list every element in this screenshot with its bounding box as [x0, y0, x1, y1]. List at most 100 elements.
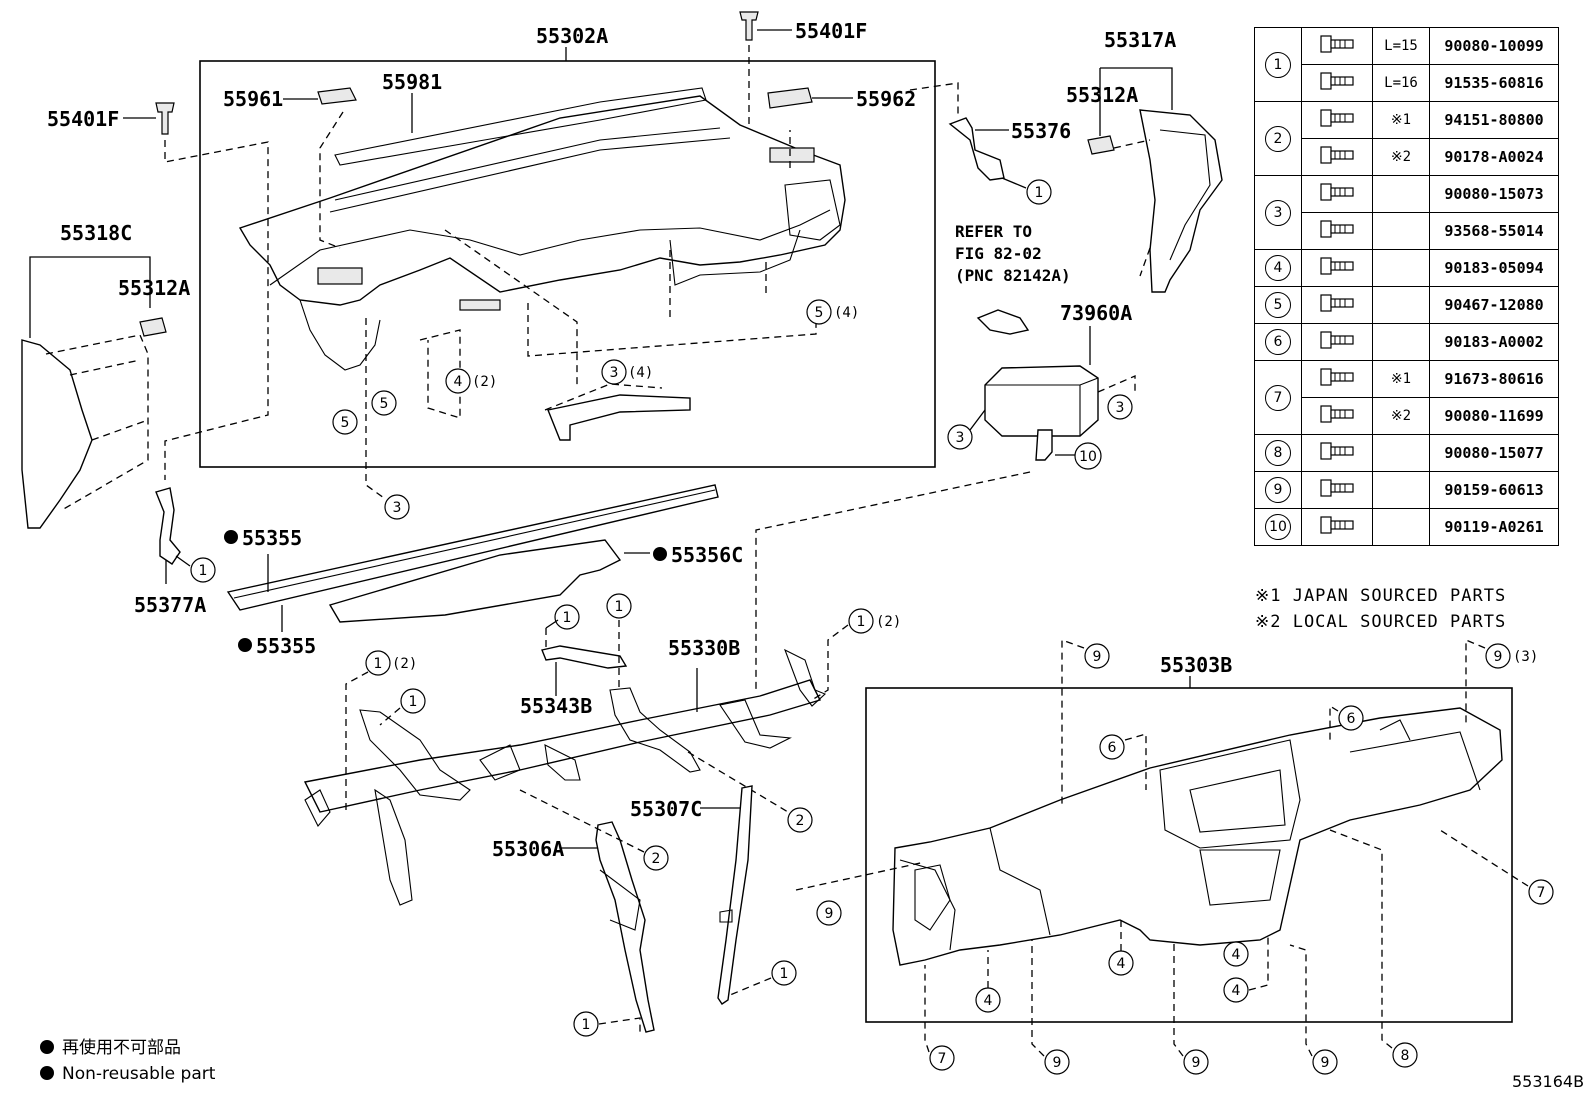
- referred-part-shape: [976, 309, 1030, 335]
- qty-4-box: (2): [472, 374, 497, 390]
- fastener-part-number: 90080-11699: [1429, 397, 1559, 435]
- label-55303B: 55303B: [1160, 653, 1232, 677]
- fastener-note: L=16: [1372, 64, 1430, 102]
- svg-text:1: 1: [615, 599, 624, 615]
- callout-10: 10: [1074, 442, 1102, 470]
- svg-text:9: 9: [1192, 1055, 1201, 1071]
- fastener-note: [1372, 508, 1430, 546]
- clip-55312A-left: [139, 317, 167, 337]
- fastener-note: [1372, 286, 1430, 324]
- qty-1-left: (2): [392, 656, 417, 672]
- fastener-note: [1372, 249, 1430, 287]
- fastener-note: [1372, 212, 1430, 250]
- vent-55962-shape: [767, 87, 813, 109]
- label-55377A: 55377A: [134, 593, 206, 617]
- fastener-part-number: 90080-15077: [1429, 434, 1559, 472]
- callout-2-55306A: 2: [643, 845, 669, 871]
- callout-9-b3: 9: [1312, 1049, 1338, 1075]
- fastener-index: 2: [1254, 101, 1302, 176]
- svg-text:7: 7: [938, 1051, 947, 1067]
- svg-text:1: 1: [780, 966, 789, 982]
- callout-1-55307C: 1: [771, 960, 797, 986]
- fastener-part-number: 91673-80616: [1429, 360, 1559, 398]
- label-55306A: 55306A: [492, 837, 564, 861]
- fastener-index: 7: [1254, 360, 1302, 435]
- side-panel-55318C-shape: [21, 339, 93, 529]
- fastener-icon: [1301, 101, 1373, 139]
- bracket-55377A-shape: [155, 487, 181, 565]
- footnote-en: Non-reusable part: [40, 1061, 215, 1087]
- fastener-icon: [1301, 175, 1373, 213]
- bracket-shape: [547, 394, 691, 441]
- callout-3-73960A-right: 3: [1107, 394, 1133, 420]
- svg-text:8: 8: [1401, 1048, 1410, 1064]
- fastener-icon: [1301, 138, 1373, 176]
- label-55312A-left: 55312A: [118, 276, 190, 300]
- svg-text:4: 4: [454, 374, 463, 390]
- label-55343B: 55343B: [520, 694, 592, 718]
- svg-text:9: 9: [1093, 649, 1102, 665]
- side-panel-55317A-shape: [1139, 109, 1223, 293]
- fastener-note: ※1: [1372, 360, 1430, 398]
- label-55302A: 55302A: [536, 24, 608, 48]
- callout-4-b: 4: [1108, 950, 1134, 976]
- fastener-note: [1372, 175, 1430, 213]
- label-73960A: 73960A: [1060, 301, 1132, 325]
- qty-3-box: (4): [628, 365, 653, 381]
- callout-4-d: 4: [1223, 977, 1249, 1003]
- brace-55307C-shape: [717, 785, 753, 1005]
- fastener-index: 8: [1254, 434, 1302, 472]
- fastener-note: ※2: [1372, 138, 1430, 176]
- svg-text:7: 7: [1537, 885, 1546, 901]
- svg-text:1: 1: [1035, 185, 1044, 201]
- callout-5-a: 5: [332, 409, 358, 435]
- callout-9-b1: 9: [1044, 1049, 1070, 1075]
- fastener-icon: [1301, 27, 1373, 65]
- svg-text:5: 5: [341, 415, 350, 431]
- instrument-panel-shape: [238, 95, 846, 306]
- fastener-note: [1372, 323, 1430, 361]
- callout-5-c: 5: [806, 299, 832, 325]
- label-55401F-left: 55401F: [47, 107, 119, 131]
- svg-text:3: 3: [1116, 400, 1125, 416]
- label-55401F-top: 55401F: [795, 19, 867, 43]
- label-55356C: 55356C: [671, 543, 743, 567]
- callout-1-55377A: 1: [190, 557, 216, 583]
- svg-text:9: 9: [1053, 1055, 1062, 1071]
- fastener-note: ※1: [1372, 101, 1430, 139]
- callout-7-right: 7: [1528, 879, 1554, 905]
- callout-1-2-left: 1: [365, 650, 391, 676]
- callout-3-box: 3: [601, 359, 627, 385]
- source-notes: ※1 JAPAN SOURCED PARTS ※2 LOCAL SOURCED …: [1255, 583, 1506, 635]
- non-reusable-dot-icon: [40, 1040, 54, 1054]
- svg-text:1: 1: [563, 610, 572, 626]
- svg-text:10: 10: [1079, 449, 1097, 465]
- svg-text:1: 1: [409, 694, 418, 710]
- fastener-part-number: 91535-60816: [1429, 64, 1559, 102]
- callout-2-right-beam: 2: [787, 807, 813, 833]
- callout-1-2-right: 1: [848, 608, 874, 634]
- fastener-index: 9: [1254, 471, 1302, 509]
- callout-1-left-beam: 1: [400, 688, 426, 714]
- beam-55330B-shape: [303, 679, 821, 813]
- fastener-index: 5: [1254, 286, 1302, 324]
- label-55962: 55962: [856, 87, 916, 111]
- fastener-part-number: 90183-05094: [1429, 249, 1559, 287]
- svg-text:1: 1: [199, 563, 208, 579]
- drawing-number: 553164B: [1512, 1072, 1585, 1091]
- clip-55401F-top: [739, 11, 759, 41]
- svg-text:2: 2: [796, 813, 805, 829]
- callout-3-73960A-left: 3: [947, 424, 973, 450]
- fastener-note: L=15: [1372, 27, 1430, 65]
- callout-6-a: 6: [1099, 734, 1125, 760]
- callout-8: 8: [1392, 1042, 1418, 1068]
- callout-4-c: 4: [1223, 941, 1249, 967]
